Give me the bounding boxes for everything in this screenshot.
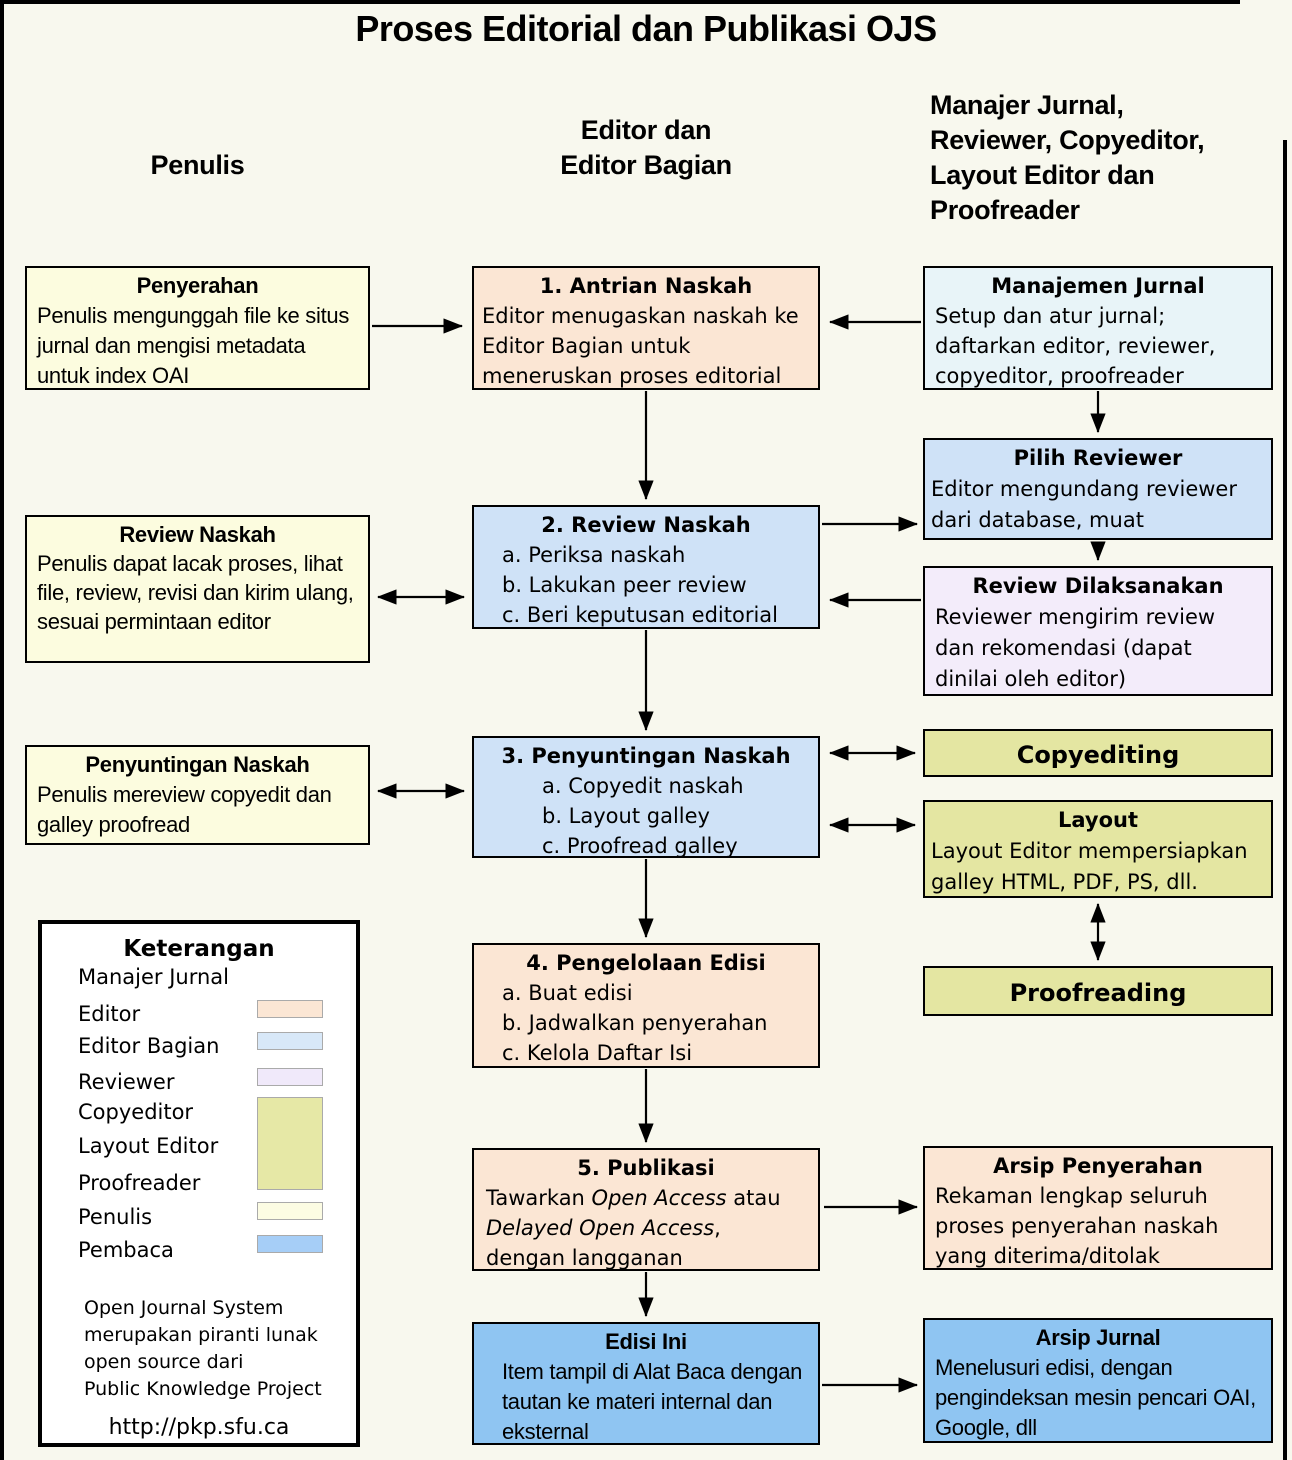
legend-footer-line4: Public Knowledge Project — [84, 1378, 322, 1400]
box-review-dilaksanakan-body: Reviewer mengirim review dan rekomendasi… — [935, 605, 1216, 691]
frame-left — [0, 0, 4, 1460]
box-penyuntingan-naskah-items: a. Copyedit naskah b. Layout galley c. P… — [474, 771, 818, 861]
box-penyuntingan-naskah-penulis: Penyuntingan Naskah Penulis mereview cop… — [25, 745, 370, 845]
publikasi-text-2: atau — [726, 1186, 781, 1210]
box-pengelolaan-edisi-title: 4. Pengelolaan Edisi — [526, 951, 766, 975]
box-edisi-ini-body: Item tampil di Alat Baca dengan tautan k… — [502, 1359, 803, 1444]
box-penyerahan-title: Penyerahan — [136, 273, 259, 298]
box-manajemen-jurnal-title: Manajemen Jurnal — [991, 274, 1205, 298]
box-publikasi: 5. Publikasi Tawarkan Open Access atau D… — [472, 1148, 820, 1271]
legend-label-editor: Editor — [78, 1002, 141, 1026]
box-penyerahan-body: Penulis mengunggah file ke situs jurnal … — [37, 303, 350, 388]
box-penyuntingan-naskah-item-b: b. Layout galley — [542, 804, 710, 828]
box-layout-body: Layout Editor mempersiapkan galley HTML,… — [931, 839, 1248, 894]
publikasi-text-3: , dengan langganan — [486, 1216, 721, 1270]
frame-right — [1283, 140, 1287, 1460]
box-review-naskah-penulis: Review Naskah Penulis dapat lacak proses… — [25, 515, 370, 663]
box-penyerahan: Penyerahan Penulis mengunggah file ke si… — [25, 266, 370, 390]
column-header-penulis: Penulis — [150, 150, 245, 180]
legend-label-copyeditor: Copyeditor — [78, 1100, 194, 1124]
box-pilih-reviewer: Pilih Reviewer Editor mengundang reviewe… — [923, 438, 1273, 540]
legend-swatch-copyeditor-layout-proofreader — [257, 1097, 323, 1190]
box-review-naskah-item-c: c. Beri keputusan editorial — [502, 603, 779, 627]
box-proofreading-title: Proofreading — [1009, 978, 1187, 1007]
box-penyuntingan-naskah: 3. Penyuntingan Naskah a. Copyedit naska… — [472, 736, 820, 858]
box-copyediting-title: Copyediting — [1016, 740, 1180, 769]
box-arsip-jurnal-title: Arsip Jurnal — [1035, 1325, 1161, 1350]
box-publikasi-body: Tawarkan Open Access atau Delayed Open A… — [474, 1183, 818, 1273]
publikasi-italic-open-access: Open Access — [591, 1186, 727, 1210]
publikasi-italic-delayed-open-access: Delayed Open Access — [486, 1216, 715, 1240]
box-manajemen-jurnal: Manajemen Jurnal Setup dan atur jurnal; … — [923, 266, 1273, 390]
column-header-roles-line4: Proofreader — [930, 195, 1080, 225]
frame-top — [0, 0, 1240, 4]
legend-footer-line2: merupakan piranti lunak — [84, 1324, 318, 1346]
legend-swatch-editor-bagian — [257, 1032, 323, 1050]
box-pengelolaan-edisi-item-c: c. Kelola Daftar Isi — [502, 1041, 693, 1065]
column-header-editor-line1: Editor dan — [580, 115, 712, 145]
box-arsip-penyerahan: Arsip Penyerahan Rekaman lengkap seluruh… — [923, 1146, 1273, 1270]
box-arsip-penyerahan-title: Arsip Penyerahan — [993, 1154, 1203, 1178]
box-review-dilaksanakan-title: Review Dilaksanakan — [972, 574, 1224, 598]
legend-url: http://pkp.sfu.ca — [108, 1415, 290, 1440]
box-antrian-naskah-body: Editor menugaskan naskah ke Editor Bagia… — [482, 304, 799, 388]
box-proofreading: Proofreading — [923, 966, 1273, 1016]
box-antrian-naskah-title: 1. Antrian Naskah — [539, 274, 753, 298]
column-header-editor-line2: Editor Bagian — [560, 150, 732, 180]
legend-label-penulis: Penulis — [78, 1205, 153, 1229]
box-pengelolaan-edisi-item-a: a. Buat edisi — [502, 981, 633, 1005]
legend-swatch-pembaca — [257, 1235, 323, 1253]
legend: Keterangan Manajer Jurnal Editor Editor … — [38, 920, 360, 1447]
legend-label-manajer-jurnal: Manajer Jurnal — [78, 965, 230, 989]
column-header-roles-line1: Manajer Jurnal, — [930, 90, 1124, 120]
column-header-roles: Manajer Jurnal, Reviewer, Copyeditor, La… — [930, 88, 1260, 228]
legend-footer-line1: Open Journal System — [84, 1297, 284, 1319]
legend-label-editor-bagian: Editor Bagian — [78, 1034, 220, 1058]
legend-swatch-reviewer — [257, 1068, 323, 1086]
legend-footer: Open Journal System merupakan piranti lu… — [84, 1295, 322, 1403]
legend-label-reviewer: Reviewer — [78, 1070, 175, 1094]
box-layout: Layout Layout Editor mempersiapkan galle… — [923, 800, 1273, 898]
box-review-naskah: 2. Review Naskah a. Periksa naskah b. La… — [472, 505, 820, 629]
page-title: Proses Editorial dan Publikasi OJS — [355, 8, 937, 49]
box-penyuntingan-naskah-item-c: c. Proofread galley — [542, 834, 738, 858]
box-penyuntingan-naskah-item-a: a. Copyedit naskah — [542, 774, 744, 798]
box-antrian-naskah: 1. Antrian Naskah Editor menugaskan nask… — [472, 266, 820, 390]
column-header-editor: Editor dan Editor Bagian — [472, 113, 820, 183]
legend-label-pembaca: Pembaca — [78, 1238, 174, 1262]
box-pilih-reviewer-body: Editor mengundang reviewer dari database… — [931, 477, 1237, 532]
legend-footer-line3: open source dari — [84, 1351, 244, 1373]
box-arsip-jurnal: Arsip Jurnal Menelusuri edisi, dengan pe… — [923, 1318, 1273, 1443]
legend-title: Keterangan — [123, 936, 275, 962]
box-arsip-jurnal-body: Menelusuri edisi, dengan pengindeksan me… — [935, 1355, 1256, 1440]
box-penyuntingan-naskah-title: 3. Penyuntingan Naskah — [501, 744, 791, 768]
box-arsip-penyerahan-body: Rekaman lengkap seluruh proses penyeraha… — [935, 1184, 1219, 1268]
publikasi-text-1: Tawarkan — [486, 1186, 592, 1210]
box-manajemen-jurnal-body: Setup dan atur jurnal; daftarkan editor,… — [935, 304, 1216, 388]
box-pengelolaan-edisi: 4. Pengelolaan Edisi a. Buat edisi b. Ja… — [472, 943, 820, 1068]
box-review-dilaksanakan: Review Dilaksanakan Reviewer mengirim re… — [923, 566, 1273, 696]
box-copyediting: Copyediting — [923, 729, 1273, 777]
legend-swatch-penulis — [257, 1202, 323, 1220]
column-header-roles-line3: Layout Editor dan — [930, 160, 1155, 190]
box-pengelolaan-edisi-items: a. Buat edisi b. Jadwalkan penyerahan c.… — [474, 978, 818, 1068]
box-review-naskah-penulis-title: Review Naskah — [119, 522, 276, 547]
legend-label-layout-editor: Layout Editor — [78, 1134, 219, 1158]
box-pilih-reviewer-title: Pilih Reviewer — [1013, 446, 1183, 470]
box-penyuntingan-naskah-penulis-title: Penyuntingan Naskah — [85, 752, 310, 777]
box-review-naskah-penulis-body: Penulis dapat lacak proses, lihat file, … — [37, 551, 354, 634]
box-edisi-ini: Edisi Ini Item tampil di Alat Baca denga… — [472, 1322, 820, 1445]
legend-label-proofreader: Proofreader — [78, 1171, 201, 1195]
box-review-naskah-title: 2. Review Naskah — [541, 513, 751, 537]
legend-swatch-editor — [257, 1000, 323, 1018]
box-review-naskah-item-a: a. Periksa naskah — [502, 543, 686, 567]
box-edisi-ini-title: Edisi Ini — [605, 1329, 687, 1354]
box-penyuntingan-naskah-penulis-body: Penulis mereview copyedit dan galley pro… — [37, 782, 332, 837]
box-layout-title: Layout — [1057, 808, 1138, 832]
box-review-naskah-items: a. Periksa naskah b. Lakukan peer review… — [474, 540, 818, 630]
box-review-naskah-item-b: b. Lakukan peer review — [502, 573, 747, 597]
box-pengelolaan-edisi-item-b: b. Jadwalkan penyerahan — [502, 1011, 768, 1035]
box-publikasi-title: 5. Publikasi — [577, 1156, 715, 1180]
column-header-roles-line2: Reviewer, Copyeditor, — [930, 125, 1205, 155]
